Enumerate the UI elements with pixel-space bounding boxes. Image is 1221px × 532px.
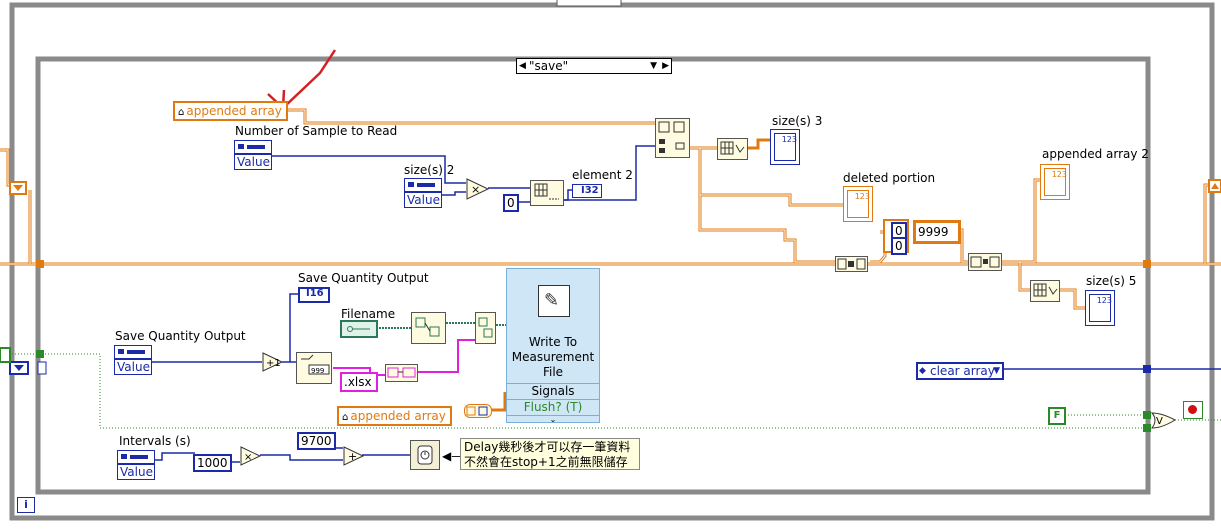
number-of-sample-to-read-control[interactable]: Value <box>234 140 272 170</box>
concatenate-strings-node[interactable] <box>385 364 418 382</box>
build-path-node-b[interactable] <box>475 312 496 344</box>
zero-constant-c[interactable]: 0 <box>891 237 907 255</box>
local-variable-label: appended array <box>186 104 282 118</box>
local-variable-label: appended array <box>350 409 446 423</box>
array-element-frame <box>1089 294 1111 322</box>
control-terminal-icon <box>234 140 272 154</box>
delay-comment-line-2: 不然會在stop+1之前無限儲存 <box>464 455 628 469</box>
iteration-terminal: i <box>17 497 35 513</box>
array-element-frame <box>847 190 869 218</box>
local-variable-house-icon: ⌂ <box>342 412 349 423</box>
case-selector-value: "save" <box>529 59 569 73</box>
deleted-portion-label: deleted portion <box>843 171 936 185</box>
control-value-text: Value <box>404 192 442 208</box>
save-quantity-output-control[interactable]: Value <box>114 345 152 375</box>
multiply-intervals-node[interactable]: × <box>240 446 262 469</box>
intervals-label: Intervals (s) <box>119 434 191 448</box>
case-selector[interactable]: ◀ "save" ▼ ▶ <box>516 58 672 74</box>
enum-arrows-icon[interactable]: ◆ <box>919 366 926 376</box>
svg-text:×: × <box>471 183 480 196</box>
deleted-portion-indicator[interactable]: 123 <box>843 186 873 222</box>
case-selector-decrement-icon[interactable]: ◀ <box>519 61 526 71</box>
express-vi-title: Write To Measurement File <box>511 335 595 379</box>
control-value-text: Value <box>117 464 155 480</box>
svg-text:999: 999 <box>311 367 324 375</box>
express-vi-signals-terminal[interactable]: Signals <box>507 383 599 398</box>
add-node[interactable]: + <box>343 446 365 469</box>
increment-node[interactable]: +1 <box>262 352 284 375</box>
control-value-text: Value <box>234 154 272 170</box>
index-array-node[interactable] <box>530 180 564 206</box>
build-array-node[interactable] <box>968 253 1002 271</box>
size-3-label: size(s) 3 <box>772 114 823 128</box>
appended-array-local-variable-bottom[interactable]: ⌂appended array <box>337 406 452 426</box>
numeric-type-icon: 123 <box>1096 296 1112 305</box>
format-number-node[interactable]: 999 <box>296 352 332 384</box>
size-5-label: size(s) 5 <box>1086 274 1137 288</box>
size-2-control[interactable]: Value <box>404 178 442 208</box>
array-subset-node[interactable] <box>655 118 690 158</box>
array-size-node-bottom[interactable] <box>1030 280 1060 302</box>
write-file-pencil-icon: ✎ <box>538 285 570 317</box>
i32-terminal-text: I32 <box>581 185 599 196</box>
element-2-label: element 2 <box>572 168 633 182</box>
filename-path-control[interactable] <box>340 320 378 338</box>
array-element-frame <box>774 133 796 161</box>
wait-ms-node[interactable] <box>410 440 440 470</box>
size-5-indicator[interactable]: 123 <box>1085 290 1115 326</box>
size-2-label: size(s) 2 <box>404 163 455 177</box>
two-d-array-constant[interactable]: 0 0 <box>883 219 909 255</box>
numeric-type-icon: 123 <box>854 192 870 201</box>
save-quantity-output-control-label: Save Quantity Output <box>115 329 246 343</box>
enum-dropdown-icon[interactable]: ▼ <box>993 366 1000 376</box>
multiply-node[interactable]: × <box>466 178 490 203</box>
convert-to-dynamic-data-node[interactable] <box>464 404 492 418</box>
delete-from-array-node[interactable] <box>835 256 868 272</box>
svg-text:+1: +1 <box>266 358 281 369</box>
write-to-measurement-file-express-vi[interactable]: ✎ Write To Measurement File Signals Flus… <box>506 268 600 424</box>
svg-text:+: + <box>348 450 357 463</box>
numeric-type-icon: 123 <box>781 135 797 144</box>
control-terminal-icon <box>117 450 155 464</box>
size-3-indicator[interactable]: 123 <box>770 129 800 165</box>
appended-array-2-label: appended array 2 <box>1042 147 1149 161</box>
numeric-type-icon: 123 <box>1051 170 1067 179</box>
stop-terminal-icon[interactable] <box>1183 401 1203 419</box>
delay-comment-line-1: Delay幾秒後才可以存一筆資料 <box>464 440 631 454</box>
build-path-node-a[interactable] <box>411 312 446 344</box>
express-vi-expand-icon[interactable]: ⌄ <box>507 415 599 424</box>
save-quantity-output-indicator[interactable]: I16 <box>298 287 330 303</box>
nine-nine-nine-nine-constant[interactable]: 9999 <box>913 220 961 244</box>
array-element-frame <box>1044 168 1066 196</box>
one-thousand-constant[interactable]: 1000 <box>193 454 232 472</box>
local-variable-house-icon: ⌂ <box>178 107 185 118</box>
control-terminal-icon <box>404 178 442 192</box>
svg-text:V: V <box>1156 416 1163 427</box>
appended-array-local-variable-top[interactable]: ⌂appended array <box>173 101 288 121</box>
case-selector-increment-icon[interactable]: ▶ <box>662 61 669 71</box>
zero-constant-a[interactable]: 0 <box>503 194 519 212</box>
element-2-indicator[interactable]: I32 <box>572 184 602 198</box>
filename-label: Filename <box>341 307 396 321</box>
appended-array-2-indicator[interactable]: 123 <box>1040 164 1070 200</box>
control-value-text: Value <box>114 359 152 375</box>
save-quantity-output-indicator-label: Save Quantity Output <box>298 271 429 285</box>
svg-text:×: × <box>244 452 252 463</box>
control-terminal-icon <box>114 345 152 359</box>
array-size-node-top[interactable] <box>717 138 748 160</box>
case-selector-dropdown-icon[interactable]: ▼ <box>650 61 657 71</box>
number-of-sample-to-read-label: Number of Sample to Read <box>235 124 398 138</box>
delay-comment: Delay幾秒後才可以存一筆資料 不然會在stop+1之前無限儲存 <box>460 438 640 470</box>
nine-seven-hundred-constant[interactable]: 9700 <box>297 432 336 450</box>
express-vi-flush-terminal[interactable]: Flush? (T) <box>507 399 599 414</box>
i16-terminal-text: I16 <box>306 288 324 299</box>
comment-pointer-icon: ◀— <box>442 449 464 463</box>
intervals-control[interactable]: Value <box>117 450 155 480</box>
clear-array-text: clear array <box>930 364 995 378</box>
false-constant[interactable]: F <box>1048 407 1066 425</box>
clear-array-enum-constant[interactable]: ◆ clear array ▼ <box>916 362 1004 380</box>
xlsx-string-constant[interactable]: .xlsx <box>340 372 378 392</box>
